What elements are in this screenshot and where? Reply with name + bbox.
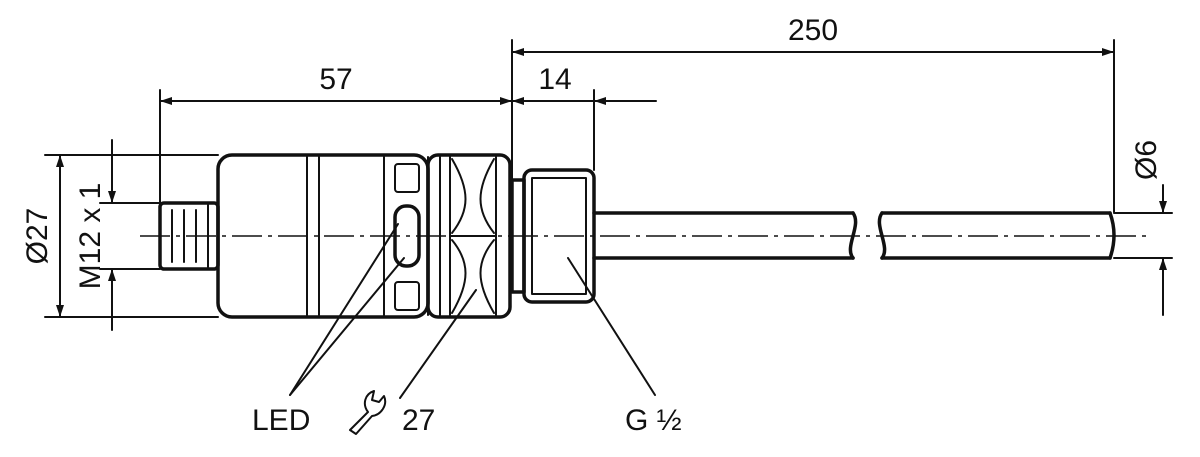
- dim-label-250: 250: [788, 14, 838, 47]
- leader-lines: [289, 223, 656, 399]
- led-window-bottom: [394, 281, 420, 311]
- dim-label-14: 14: [538, 63, 571, 96]
- dim-label-57: 57: [319, 63, 352, 96]
- wrench-icon: [349, 390, 387, 435]
- dim-label-d6: Ø6: [1130, 140, 1163, 180]
- wrench-size-label: 27: [402, 404, 435, 437]
- thread-label: G ½: [625, 404, 682, 437]
- process-thread: [510, 168, 596, 304]
- dim-label-d27: Ø27: [21, 208, 54, 265]
- led-window-center: [393, 204, 421, 268]
- extension-lines: [44, 39, 1173, 318]
- cable-probe: [592, 211, 1116, 260]
- dim-label-m12: M12 x 1: [74, 183, 107, 290]
- led-window-top: [394, 163, 420, 193]
- led-label: LED: [252, 404, 310, 437]
- hex-nut: [426, 153, 512, 319]
